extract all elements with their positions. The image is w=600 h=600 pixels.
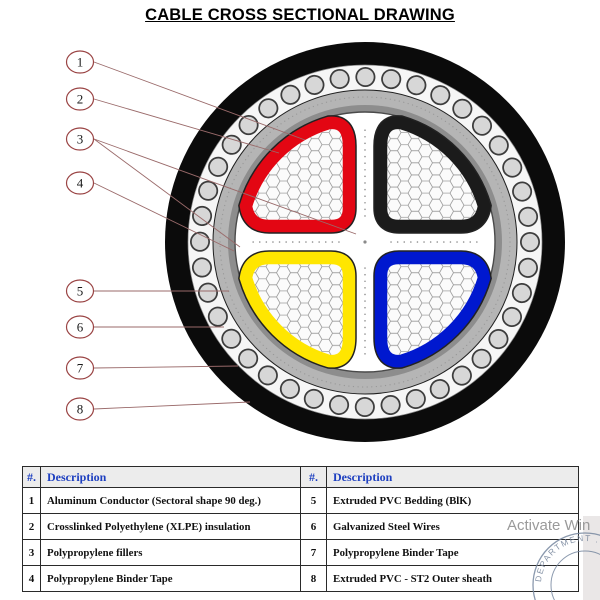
center-filler-dot <box>363 240 367 244</box>
callout-number: 3 <box>77 132 84 147</box>
header-num-right: #. <box>300 466 327 488</box>
callout-bubble <box>65 279 95 303</box>
stamp-outer-circle <box>532 532 600 600</box>
callout-bubble <box>65 356 95 380</box>
row-desc: Extruded PVC Bedding (BlK) <box>326 487 579 514</box>
row-num: 6 <box>300 513 327 540</box>
leader-line-1 <box>93 61 306 141</box>
page-edge-strip <box>583 516 600 600</box>
callouts: 1 2 3 4 5 6 7 <box>65 50 95 421</box>
callout-6: 6 <box>65 315 95 339</box>
row-desc: Extruded PVC - ST2 Outer sheath <box>326 565 579 592</box>
header-desc-left: Description <box>40 466 301 488</box>
callout-7: 7 <box>65 356 95 380</box>
row-num: 5 <box>300 487 327 514</box>
legend-row-4-8: 4 Polypropylene Binder Tape 8 Extruded P… <box>22 565 579 592</box>
legend-table: #. Description #. Description 1 Aluminum… <box>22 466 579 592</box>
steel-wires <box>191 68 539 416</box>
callout-bubble <box>65 50 95 74</box>
leader-line-2 <box>93 98 280 154</box>
callout-5: 5 <box>65 279 95 303</box>
row-desc: Aluminum Conductor (Sectoral shape 90 de… <box>40 487 301 514</box>
row-desc: Polypropylene fillers <box>40 539 301 566</box>
stamp-inner-circle <box>550 550 600 600</box>
row-desc: Galvanized Steel Wires <box>326 513 579 540</box>
leader-line-4 <box>93 182 235 252</box>
callout-number: 2 <box>77 92 84 107</box>
title-bar: CABLE CROSS SECTIONAL DRAWING <box>0 6 600 25</box>
callout-number: 7 <box>77 361 84 376</box>
leader-line-3b <box>93 138 241 248</box>
callout-number: 1 <box>77 55 84 70</box>
leader-line-7 <box>93 365 239 369</box>
legend-row-1-5: 1 Aluminum Conductor (Sectoral shape 90 … <box>22 487 579 514</box>
cable-cross-section-drawing: 1 2 3 4 5 6 7 <box>65 42 565 442</box>
callout-bubble <box>65 127 95 151</box>
cable-rings <box>165 42 565 442</box>
legend-row-3-7: 3 Polypropylene fillers 7 Polypropylene … <box>22 539 579 566</box>
company-stamp: DEPARTMENT . JEDDAH CABLES . <box>515 515 600 600</box>
callout-8: 8 <box>65 397 95 421</box>
callout-bubble <box>65 397 95 421</box>
header-num-left: #. <box>22 466 41 488</box>
callout-number: 8 <box>77 402 84 417</box>
leader-lines <box>93 61 357 410</box>
callout-4: 4 <box>65 171 95 195</box>
row-num: 3 <box>22 539 41 566</box>
row-num: 1 <box>22 487 41 514</box>
legend-row-2-6: 2 Crosslinked Polyethylene (XLPE) insula… <box>22 513 579 540</box>
callout-number: 4 <box>77 176 84 191</box>
page-title: CABLE CROSS SECTIONAL DRAWING <box>145 6 455 24</box>
callout-bubble <box>65 315 95 339</box>
row-desc: Polypropylene Binder Tape <box>40 565 301 592</box>
leader-line-8 <box>93 401 251 410</box>
activate-windows-watermark: Activate Win <box>507 517 591 534</box>
leader-line-3a <box>93 138 357 235</box>
callout-number: 6 <box>77 320 84 335</box>
stamp-text: DEPARTMENT . JEDDAH CABLES . <box>515 515 600 589</box>
callout-bubble <box>65 171 95 195</box>
row-num: 8 <box>300 565 327 592</box>
header-desc-right: Description <box>326 466 579 488</box>
callout-3: 3 <box>65 127 95 151</box>
callout-number: 5 <box>77 284 84 299</box>
callout-bubble <box>65 87 95 111</box>
bedding-texture <box>219 96 511 388</box>
row-num: 2 <box>22 513 41 540</box>
callout-1: 1 <box>65 50 95 74</box>
row-desc: Crosslinked Polyethylene (XLPE) insulati… <box>40 513 301 540</box>
callout-2: 2 <box>65 87 95 111</box>
row-num: 7 <box>300 539 327 566</box>
row-num: 4 <box>22 565 41 592</box>
row-desc: Polypropylene Binder Tape <box>326 539 579 566</box>
legend-header-row: #. Description #. Description <box>22 466 579 488</box>
